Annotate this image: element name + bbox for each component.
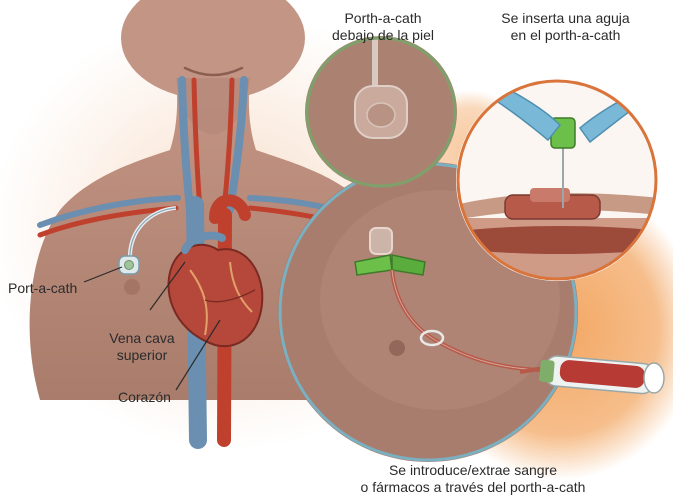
label-needle-inserted: Se inserta una aguja en el porth-a-cath	[478, 10, 653, 44]
label-needle-line1: Se inserta una aguja	[478, 10, 653, 27]
label-porth-under-skin: Porth-a-cath debajo de la piel	[308, 10, 458, 44]
label-corazon: Corazón	[118, 389, 171, 406]
label-bottom-line2: o fármacos a través del porth-a-cath	[308, 479, 638, 496]
label-vena-line1: Vena cava	[92, 330, 192, 347]
label-bottom-caption: Se introduce/extrae sangre o fármacos a …	[308, 462, 638, 496]
label-port-a-cath: Port-a-cath	[8, 280, 77, 297]
port-device-icon	[119, 256, 139, 274]
label-vena-line2: superior	[92, 347, 192, 364]
label-porth-under-skin-line2: debajo de la piel	[308, 27, 458, 44]
nipple-left	[124, 279, 140, 295]
label-porth-under-skin-line1: Porth-a-cath	[308, 10, 458, 27]
label-needle-line2: en el porth-a-cath	[478, 27, 653, 44]
label-bottom-line1: Se introduce/extrae sangre	[308, 462, 638, 479]
label-vena-cava: Vena cava superior	[92, 330, 192, 364]
